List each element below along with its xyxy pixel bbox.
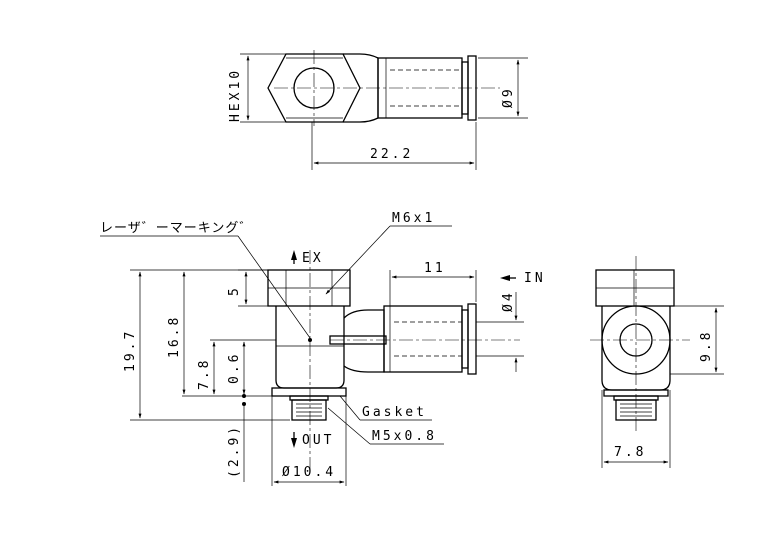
- dim-7-8-label: 7.8: [197, 358, 212, 390]
- side-hex-cap: [595, 269, 675, 307]
- front-body: [271, 306, 347, 421]
- dim-0-6: 0.6: [227, 341, 246, 406]
- gasket-label: Gasket: [362, 405, 427, 420]
- front-hex-cap: [267, 269, 351, 307]
- dim-16-8-label: 16.8: [167, 315, 182, 358]
- side-dim-9-8: 9.8: [670, 305, 724, 375]
- dim-2-9: (2.9): [227, 406, 245, 482]
- m5-callout: M5x0.8: [327, 407, 444, 445]
- dim-dia4-label: Ø4: [501, 290, 516, 312]
- in-label: IN: [524, 271, 546, 286]
- dim-19-7: 19.7: [123, 269, 290, 421]
- front-elbow-tube: [329, 303, 477, 375]
- laser-marking-label: レーザ゛ーマーキング゛: [100, 221, 253, 236]
- dim-dia10-4-label: Ø10.4: [282, 465, 336, 480]
- side-view: 9.8 7.8: [590, 256, 724, 468]
- length22-label: 22.2: [370, 147, 413, 162]
- in-port-label-group: IN: [500, 271, 546, 286]
- dim-11: 11: [389, 261, 477, 306]
- hex10-label: HEX10: [228, 68, 243, 122]
- m5-label: M5x0.8: [372, 429, 437, 444]
- hex10-dimension: HEX10: [228, 53, 286, 123]
- side-dim-7-8: 7.8: [601, 390, 671, 468]
- dia9-dimension: Ø9: [478, 57, 528, 119]
- gasket-callout: Gasket: [339, 395, 432, 421]
- dim-16-8: 16.8: [167, 271, 272, 397]
- dim-5-label: 5: [227, 285, 242, 296]
- dim-dia10-4: Ø10.4: [271, 396, 347, 486]
- dim-dia4: Ø4: [476, 290, 524, 372]
- side-dim-9-8-label: 9.8: [699, 330, 714, 362]
- front-view: レーザ゛ーマーキング゛ M6x1 EX IN OUT 1: [100, 211, 546, 486]
- dim-19-7-label: 19.7: [123, 329, 138, 372]
- side-dim-7-8-label: 7.8: [614, 445, 646, 460]
- dim-11-label: 11: [424, 261, 446, 276]
- ex-label: EX: [302, 251, 324, 266]
- m6-callout: M6x1: [325, 211, 452, 295]
- dim-7-8: 7.8: [197, 341, 216, 395]
- out-port-label-group: OUT: [291, 432, 334, 448]
- dim-0-6-label: 0.6: [227, 352, 242, 384]
- laser-marking-callout: レーザ゛ーマーキング゛: [100, 221, 311, 339]
- ex-port-label-group: EX: [291, 250, 324, 266]
- length22-dimension: 22.2: [311, 122, 477, 170]
- dim-2-9-label: (2.9): [227, 424, 242, 478]
- dia9-label: Ø9: [501, 86, 516, 108]
- top-view: HEX10 Ø9 22.2: [228, 50, 528, 170]
- m6-label: M6x1: [392, 211, 435, 226]
- out-label: OUT: [302, 433, 334, 448]
- dim-5: 5: [227, 269, 268, 307]
